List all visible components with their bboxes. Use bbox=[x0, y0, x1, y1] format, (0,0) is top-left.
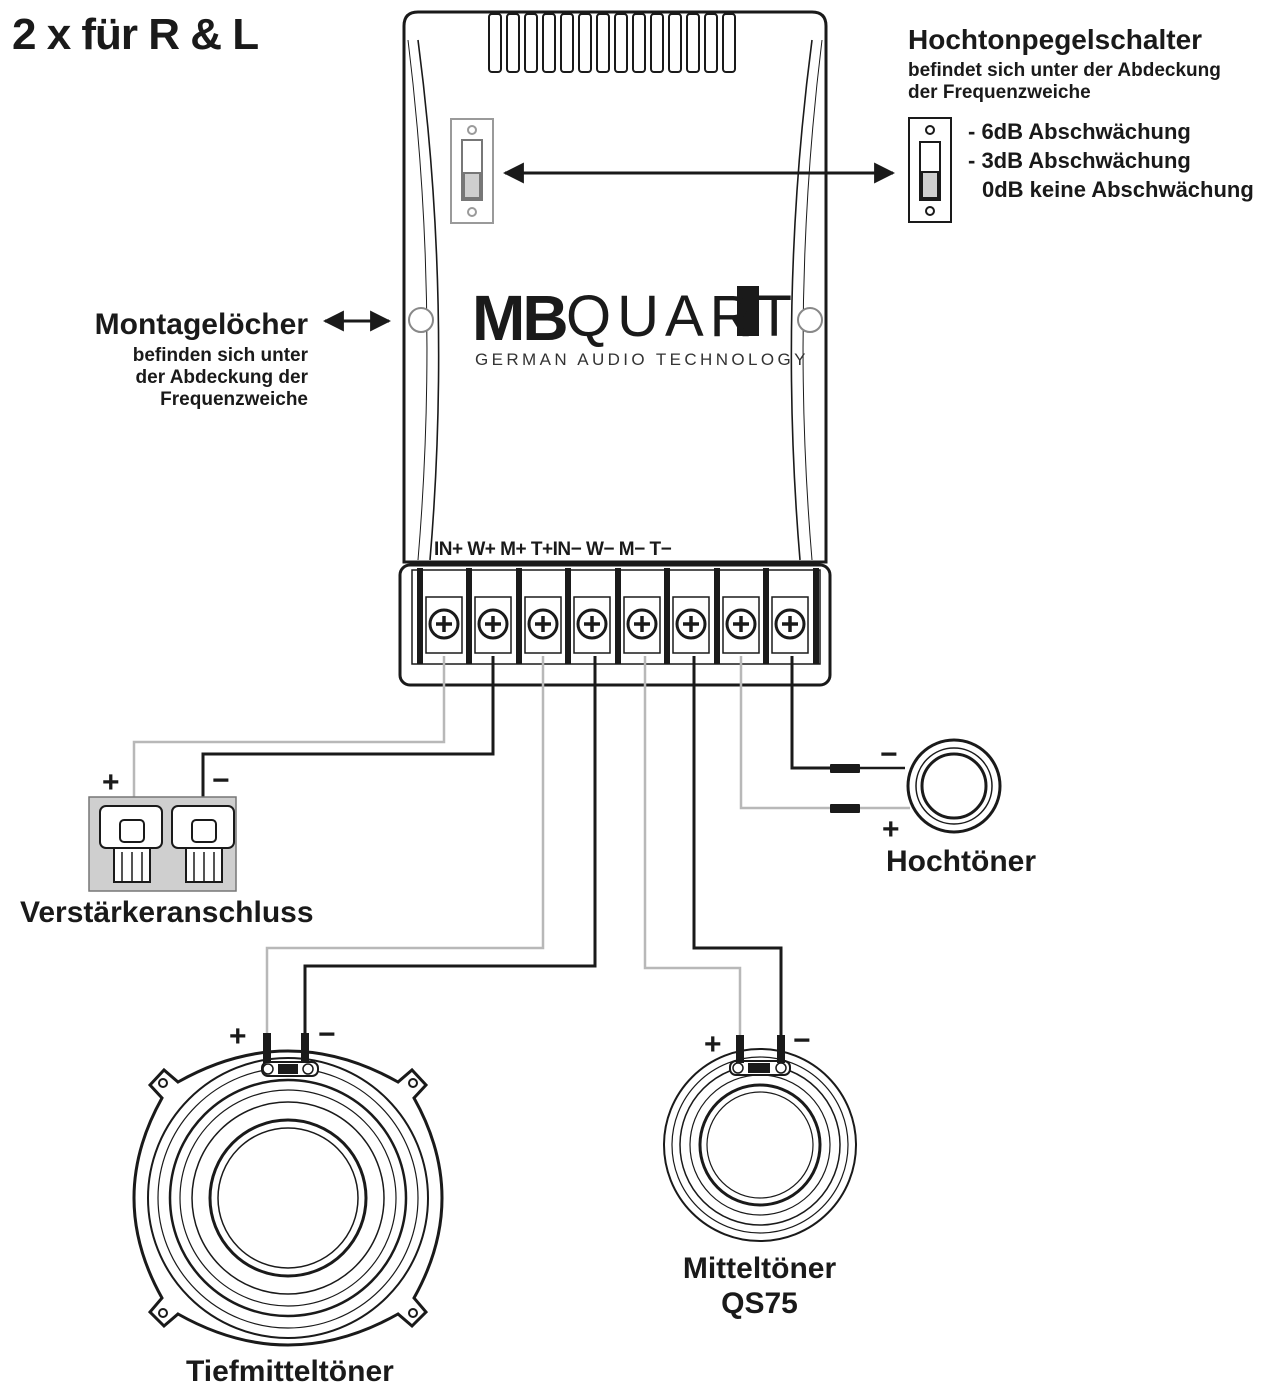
amplifier-label: Verstärkeranschluss bbox=[20, 896, 314, 929]
amplifier-connector bbox=[88, 796, 237, 892]
midrange bbox=[663, 1048, 857, 1242]
wire-tin-minus bbox=[303, 656, 597, 1040]
tweeter bbox=[906, 738, 1002, 834]
amp-plus-sign: + bbox=[102, 766, 120, 799]
woofer-terminals bbox=[261, 1033, 319, 1077]
wires bbox=[132, 656, 910, 1042]
vent-slots bbox=[488, 13, 736, 73]
level-option-0db: 0dB keine Abschwächung bbox=[982, 177, 1254, 202]
wire-w-minus bbox=[643, 656, 742, 1042]
mounting-hole-right bbox=[797, 307, 823, 333]
midrange-minus-sign: − bbox=[793, 1024, 811, 1057]
level-option-6db: - 6dB Abschwächung bbox=[968, 119, 1191, 144]
level-switch-title: Hochtonpegelschalter bbox=[908, 24, 1203, 55]
tweeter-label: Hochtöner bbox=[886, 845, 1036, 878]
wire-m-minus bbox=[692, 656, 783, 1042]
level-switch-note-line: der Frequenzweiche bbox=[908, 81, 1091, 103]
midrange-terminals bbox=[729, 1035, 791, 1076]
mounting-holes-note-line: befinden sich unter bbox=[132, 345, 308, 366]
logo-square bbox=[737, 286, 759, 336]
mounting-hole-left bbox=[408, 307, 434, 333]
tweeter-connectors bbox=[830, 764, 860, 813]
diagram-title: 2 x für R & L bbox=[12, 10, 259, 59]
terminal-block bbox=[398, 563, 832, 687]
wire-in-plus bbox=[132, 656, 446, 830]
crossover-housing bbox=[402, 10, 828, 564]
logo-tagline: GERMAN AUDIO TECHNOLOGY bbox=[475, 350, 809, 369]
tweeter-minus-sign: − bbox=[880, 738, 898, 771]
logo-brand-light: QUART bbox=[566, 284, 798, 349]
midrange-label: Mitteltöner QS75 bbox=[682, 1252, 837, 1321]
level-switch-note-line: befindet sich unter der Abdeckung bbox=[908, 60, 1221, 81]
wire-w-plus bbox=[201, 656, 495, 830]
midrange-plus-sign: + bbox=[704, 1028, 722, 1061]
woofer bbox=[132, 1049, 444, 1347]
terminal-labels: IN+ W+ M+ T+IN− W− M− T− bbox=[434, 539, 672, 560]
mounting-holes-note-line: der Abdeckung der bbox=[135, 366, 308, 388]
level-switch-detail bbox=[908, 117, 952, 223]
wire-t-minus bbox=[739, 656, 832, 810]
mounting-holes-title: Montagelöcher bbox=[94, 308, 308, 341]
tweeter-plus-sign: + bbox=[882, 813, 900, 846]
level-switch-on-crossover bbox=[450, 118, 494, 224]
woofer-minus-sign: − bbox=[318, 1018, 336, 1051]
level-option-3db: - 3dB Abschwächung bbox=[968, 148, 1191, 173]
midrange-label-line: Mitteltöner bbox=[682, 1252, 837, 1285]
midrange-label-line: QS75 bbox=[721, 1286, 798, 1320]
wire-m-plus bbox=[265, 656, 545, 1040]
amp-minus-sign: − bbox=[212, 764, 230, 797]
mounting-holes-note-line: Frequenzweiche bbox=[160, 388, 308, 410]
wire-extra bbox=[790, 656, 832, 770]
logo-brand-bold: MB bbox=[472, 282, 569, 354]
woofer-plus-sign: + bbox=[229, 1020, 247, 1053]
level-switch-note: befindet sich unter der Abdeckung der Fr… bbox=[908, 60, 1221, 104]
mounting-holes-note: befinden sich unter der Abdeckung der Fr… bbox=[133, 345, 308, 411]
woofer-label: Tiefmitteltöner bbox=[186, 1355, 394, 1388]
